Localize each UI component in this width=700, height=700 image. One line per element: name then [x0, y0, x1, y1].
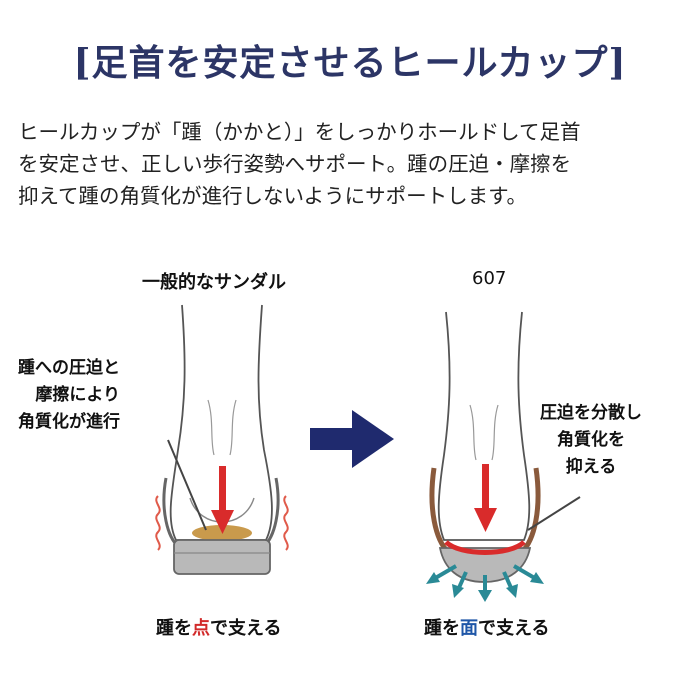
right-pointer-line	[527, 496, 581, 531]
right-caption-before: 踵を	[424, 618, 460, 639]
right-arrow-icon	[310, 410, 394, 468]
page-title: [足首を安定させるヒールカップ]	[73, 42, 627, 84]
right-foot-illustration	[437, 311, 531, 541]
right-caption-highlight: 面	[460, 618, 478, 639]
friction-wave-icon	[155, 495, 289, 551]
pressure-down-arrow-icon	[474, 464, 497, 532]
right-caption: 踵を面で支える	[424, 614, 549, 640]
right-caption-after: で支える	[478, 618, 550, 639]
spread-arrows-icon	[426, 564, 544, 602]
left-note-line: 角質化が進行	[18, 412, 120, 432]
left-pointer-line	[167, 439, 207, 531]
description-line: ヒールカップが「踵（かかと）」をしっかりホールドして足首	[18, 120, 581, 144]
left-note: 踵への圧迫と 摩擦により 角質化が進行	[18, 355, 120, 436]
right-note-line: 角質化を	[557, 430, 625, 450]
description-line: を安定させ、正しい歩行姿勢へサポート。踵の圧迫・摩擦を	[18, 152, 572, 176]
right-note-line: 圧迫を分散し	[540, 403, 642, 423]
left-foot-illustration	[169, 304, 273, 541]
left-caption-after: で支える	[210, 618, 282, 639]
pressure-down-arrow-icon	[211, 466, 234, 534]
right-panel-label: 607	[472, 268, 507, 289]
description-line: 抑えて踵の角質化が進行しないようにサポートします。	[18, 184, 528, 208]
left-caption-highlight: 点	[192, 618, 210, 639]
left-note-line: 踵への圧迫と	[18, 358, 120, 378]
left-caption: 踵を点で支える	[156, 614, 281, 640]
left-note-line: 摩擦により	[35, 385, 120, 405]
right-note: 圧迫を分散し 角質化を 抑える	[540, 400, 642, 481]
left-caption-before: 踵を	[156, 618, 192, 639]
left-panel-label: 一般的なサンダル	[142, 272, 286, 293]
contact-surface	[444, 540, 526, 555]
description: ヒールカップが「踵（かかと）」をしっかりホールドして足首 を安定させ、正しい歩行…	[18, 116, 682, 212]
right-note-line: 抑える	[565, 457, 617, 477]
callus-spot	[192, 525, 252, 541]
left-sole	[173, 539, 271, 575]
